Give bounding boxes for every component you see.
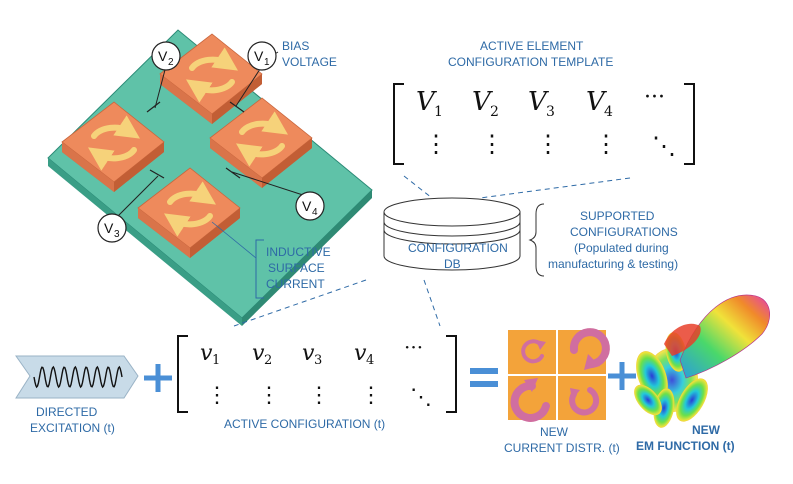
svg-text:V: V [158, 48, 168, 64]
inductive-label-3: CURRENT [266, 277, 325, 291]
inductive-leader [211, 221, 257, 259]
template-vdots-3: ⋮ [536, 130, 560, 158]
svg-text:3: 3 [314, 353, 322, 368]
template-ddots: ⋱ [652, 132, 676, 160]
svg-text:1: 1 [212, 353, 220, 368]
rotation-arrow-icon [88, 47, 288, 237]
active-hdots: ··· [404, 335, 423, 359]
svg-text:2: 2 [168, 57, 174, 68]
svg-text:3: 3 [546, 104, 555, 120]
active-ddots: ⋱ [410, 385, 432, 410]
template-vdots-1: ⋮ [424, 130, 448, 158]
template-hdots: ··· [644, 85, 665, 110]
svg-text:v: v [302, 341, 315, 366]
supported-label-4: manufacturing & testing) [548, 257, 678, 271]
svg-text:V: V [302, 198, 312, 214]
equals-operator [470, 368, 498, 387]
excitation-label-1: DIRECTED [36, 405, 98, 419]
excitation-label-2: EXCITATION (t) [30, 421, 115, 435]
radiation-pattern-icon [634, 294, 770, 428]
template-vdots-2: ⋮ [480, 130, 504, 158]
svg-text:2: 2 [490, 104, 499, 120]
plus-operator-1 [144, 364, 172, 392]
current-distribution-grid [508, 328, 610, 422]
new-current-label-1: NEW [540, 425, 569, 439]
inductive-label-1: INDUCTIVE [266, 245, 331, 259]
new-current-label-2: CURRENT DISTR. (t) [504, 441, 620, 455]
svg-text:V: V [416, 87, 437, 117]
svg-text:1: 1 [264, 57, 270, 68]
svg-text:V: V [254, 48, 264, 64]
new-em-label-2: EM FUNCTION (t) [636, 439, 735, 453]
template-title-1: ACTIVE ELEMENT [480, 39, 584, 53]
inductive-bracket [255, 239, 264, 299]
new-em-label-1: NEW [692, 423, 721, 437]
supported-label-2: CONFIGURATIONS [570, 225, 678, 239]
template-db-links [403, 175, 631, 199]
bias-voltage-label-1: BIAS [282, 39, 309, 53]
gap-connectors [146, 101, 245, 179]
voltage-leaders [117, 51, 307, 217]
bias-voltage-label-2: VOLTAGE [282, 55, 337, 69]
svg-text:v: v [354, 341, 367, 366]
template-title-2: CONFIGURATION TEMPLATE [448, 55, 613, 69]
supported-label-1: SUPPORTED [580, 209, 655, 223]
svg-text:4: 4 [604, 104, 613, 120]
svg-text:2: 2 [264, 353, 272, 368]
svg-text:v: v [200, 341, 213, 366]
db-label-1: CONFIGURATION [408, 241, 508, 255]
supported-brace [528, 203, 545, 277]
active-vdots-3: ⋮ [308, 383, 330, 408]
svg-text:4: 4 [366, 353, 374, 368]
svg-text:1: 1 [434, 104, 443, 120]
metasurface-board [47, 29, 373, 326]
svg-text:4: 4 [312, 207, 318, 218]
svg-text:V: V [104, 220, 114, 236]
active-config-label: ACTIVE CONFIGURATION (t) [224, 417, 385, 431]
active-vdots-1: ⋮ [206, 383, 228, 408]
template-vdots-4: ⋮ [594, 130, 618, 158]
configuration-db-icon [383, 197, 521, 271]
active-vdots-4: ⋮ [360, 383, 382, 408]
active-vdots-2: ⋮ [258, 383, 280, 408]
svg-text:V: V [528, 87, 549, 117]
svg-text:v: v [252, 341, 265, 366]
sine-wave-icon [15, 355, 139, 399]
supported-label-3: (Populated during [574, 241, 669, 255]
svg-text:V: V [586, 87, 607, 117]
svg-text:V: V [472, 87, 493, 117]
svg-text:3: 3 [114, 229, 120, 240]
db-label-2: DB [444, 257, 461, 271]
plus-operator-2 [608, 362, 636, 390]
inductive-label-2: SURFACE [268, 261, 325, 275]
db-active-links [233, 279, 441, 327]
